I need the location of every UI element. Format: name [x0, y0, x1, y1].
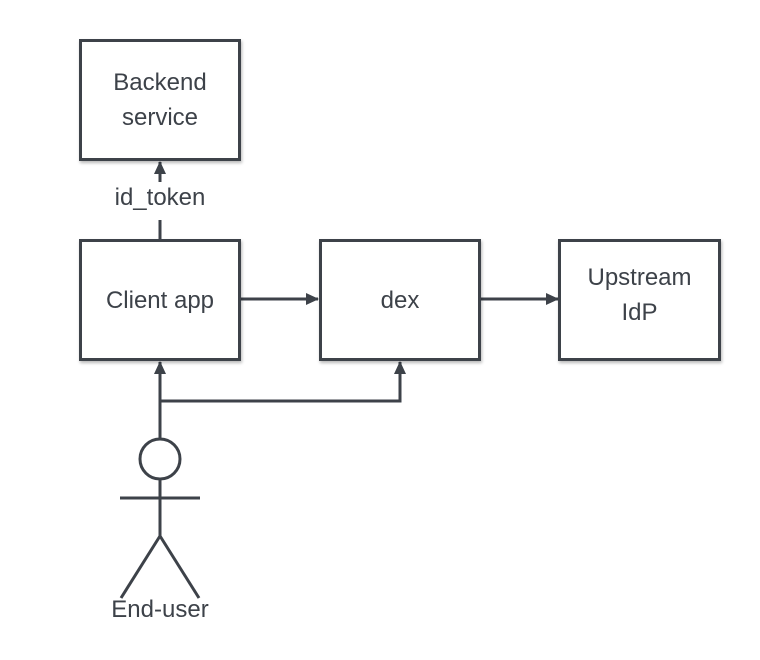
end-user-actor-icon — [119, 437, 201, 599]
edge-label-id-token: id_token — [114, 184, 206, 211]
dex-node[interactable]: dex — [319, 239, 481, 361]
dex-label: dex — [380, 286, 420, 314]
backend-service-label-line2: service — [121, 104, 199, 131]
client-app-label: Client app — [105, 286, 215, 314]
edge-user-to-dex — [160, 361, 406, 403]
backend-service-node[interactable]: Backend service — [79, 39, 241, 161]
upstream-idp-node[interactable]: Upstream IdP — [558, 239, 721, 361]
upstream-idp-label-line1: Upstream — [587, 264, 692, 291]
upstream-idp-label-line2: IdP — [621, 299, 658, 326]
backend-service-label-line1: Backend — [113, 69, 207, 96]
client-app-node[interactable]: Client app — [79, 239, 241, 361]
end-user-label: End-user — [111, 596, 209, 623]
